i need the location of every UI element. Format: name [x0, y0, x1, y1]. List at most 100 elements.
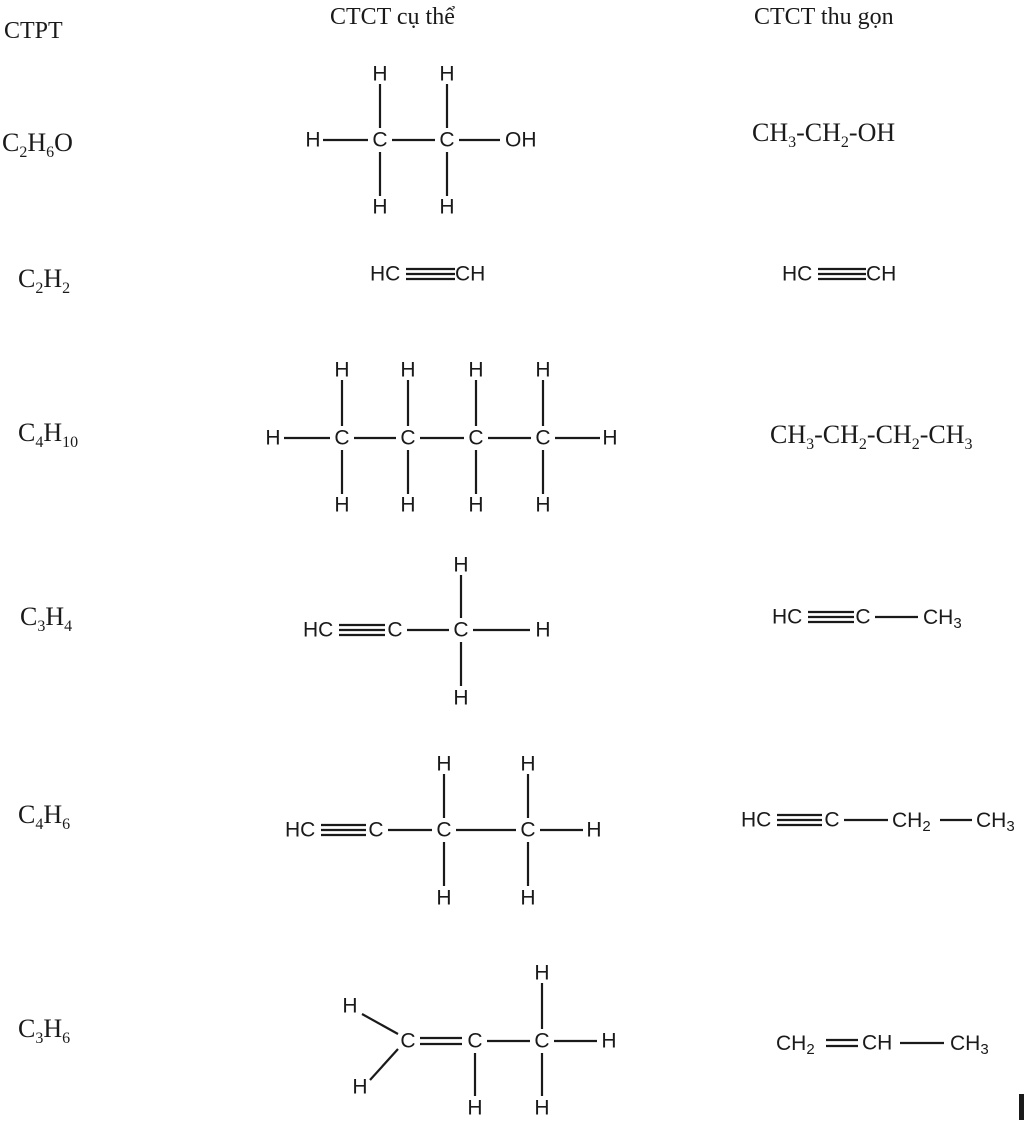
hydrogen-atom: H — [602, 427, 617, 450]
condensed-subscript: 2 — [858, 436, 867, 453]
condensed-subscript: 3 — [964, 436, 973, 453]
hydrogen-atom: H — [400, 359, 415, 382]
header-ctct-full: CTCT cụ thể — [330, 4, 455, 30]
hydrogen-atom: H — [439, 196, 454, 219]
condensed-part: -CH — [796, 118, 841, 147]
formula-part: C — [18, 264, 36, 293]
hydrogen-atom: H — [372, 196, 387, 219]
carbon-atom: C — [334, 427, 349, 450]
hydrogen-atom: H — [342, 995, 357, 1018]
formula-subscript: 3 — [35, 1030, 44, 1047]
header-ctct-short: CTCT thu gọn — [754, 4, 894, 30]
condensed-formula-ethanol: CH3-CH2-OH — [752, 118, 895, 152]
single-bond — [369, 1048, 399, 1081]
hydrogen-atom: H — [520, 753, 535, 776]
formula-part: C — [18, 418, 36, 447]
text-cursor-mark — [1019, 1094, 1024, 1120]
carbon-atom: C — [368, 819, 383, 842]
carbon-atom: C — [436, 819, 451, 842]
condensed-subscript: 3 — [806, 436, 815, 453]
carbon-atom: C — [439, 129, 454, 152]
hydrogen-atom: H — [520, 887, 535, 910]
formula-subscript: 2 — [19, 144, 28, 161]
hydrogen-atom: H — [265, 427, 280, 450]
condensed-part: CH — [770, 420, 807, 449]
formula-subscript: 6 — [62, 816, 71, 833]
hydrogen-atom: H — [436, 753, 451, 776]
formula-subscript: 10 — [62, 434, 79, 451]
ch-group: CH — [862, 1032, 892, 1055]
carbon-atom: C — [467, 1030, 482, 1053]
condensed-part: -CH — [866, 420, 912, 449]
condensed-part: CH — [752, 118, 789, 147]
formula-part: H — [43, 1014, 63, 1043]
condensed-subscript: 2 — [840, 134, 849, 151]
hydrogen-atom: H — [586, 819, 601, 842]
hc-group: HC — [285, 819, 315, 842]
formula-part: H — [45, 602, 65, 631]
hydrogen-atom: H — [534, 1097, 549, 1120]
methyl-group: CH3 — [976, 809, 1015, 835]
condensed-subscript: 3 — [788, 134, 797, 151]
hydrogen-atom: H — [534, 962, 549, 985]
condensed-part: -OH — [848, 118, 896, 147]
formula-subscript: 2 — [62, 280, 71, 297]
formula-part: C — [18, 1014, 36, 1043]
formula-part: C — [20, 602, 38, 631]
condensed-subscript: 2 — [911, 436, 920, 453]
hydrogen-atom: H — [468, 494, 483, 517]
molecular-formula-propene: C3H6 — [18, 1014, 70, 1048]
header-ctpt: CTPT — [4, 18, 63, 44]
formula-part: H — [43, 264, 63, 293]
carbon-atom: C — [387, 619, 402, 642]
molecular-formula-butyne: C4H6 — [18, 800, 70, 834]
hydrogen-atom: H — [439, 63, 454, 86]
hydrogen-atom: H — [372, 63, 387, 86]
hydrogen-atom: H — [436, 887, 451, 910]
carbon-atom: C — [855, 606, 870, 629]
hydroxyl-group: OH — [505, 129, 537, 152]
carbon-atom: C — [824, 809, 839, 832]
formula-subscript: 4 — [35, 816, 44, 833]
hc-group: HC — [303, 619, 333, 642]
hydrogen-atom: H — [334, 494, 349, 517]
carbon-atom: C — [453, 619, 468, 642]
formula-subscript: 4 — [64, 618, 73, 635]
hydrogen-atom: H — [305, 129, 320, 152]
hydrogen-atom: H — [535, 359, 550, 382]
hydrogen-atom: H — [601, 1030, 616, 1053]
formula-part: H — [27, 128, 47, 157]
methylene-group: CH2 — [892, 809, 931, 835]
formula-part: C — [2, 128, 20, 157]
hc-group: HC — [772, 606, 802, 629]
hydrogen-atom: H — [467, 1097, 482, 1120]
formula-subscript: 4 — [35, 434, 44, 451]
carbon-atom: C — [400, 427, 415, 450]
formula-part: C — [18, 800, 36, 829]
hydrogen-atom: H — [453, 554, 468, 577]
ch-group: CH — [455, 263, 485, 286]
carbon-atom: C — [468, 427, 483, 450]
carbon-atom: C — [534, 1030, 549, 1053]
formula-part: H — [43, 800, 63, 829]
hydrogen-atom: H — [453, 687, 468, 710]
condensed-formula-butane: CH3-CH2-CH2-CH3 — [770, 420, 972, 454]
methylene-group: CH2 — [776, 1032, 815, 1058]
hydrogen-atom: H — [334, 359, 349, 382]
formula-subscript: 6 — [62, 1030, 71, 1047]
condensed-part: -CH — [814, 420, 859, 449]
molecular-formula-butane: C4H10 — [18, 418, 78, 452]
hc-group: HC — [370, 263, 400, 286]
formula-subscript: 3 — [37, 618, 46, 635]
formula-part: H — [43, 418, 63, 447]
hydrogen-atom: H — [352, 1076, 367, 1099]
carbon-atom: C — [400, 1030, 415, 1053]
formula-subscript: 6 — [46, 144, 55, 161]
single-bond — [361, 1013, 399, 1035]
methyl-group: CH3 — [950, 1032, 989, 1058]
molecular-formula-ethanol: C2H6O — [2, 128, 73, 162]
ch-group: CH — [866, 263, 896, 286]
condensed-part: -CH — [919, 420, 965, 449]
formula-part: O — [54, 128, 73, 157]
